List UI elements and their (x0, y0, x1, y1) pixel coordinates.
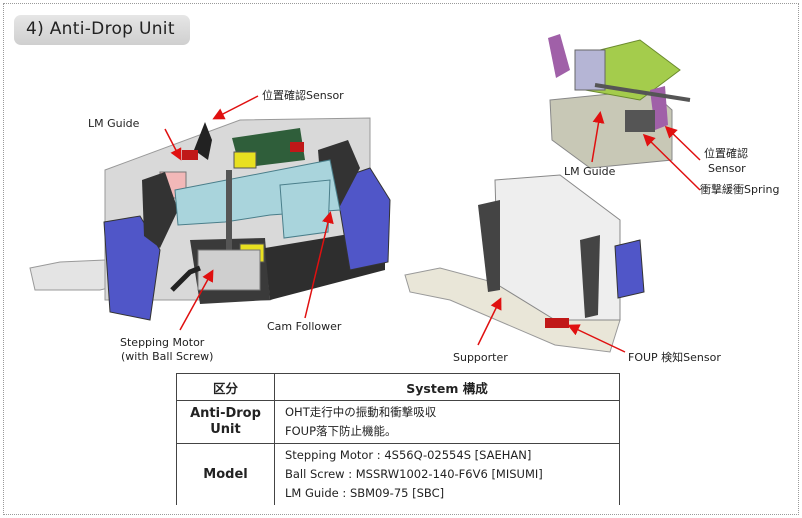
label-position-sensor-right-sub: Sensor (708, 162, 746, 175)
table-row: Model Stepping Motor : 4S56Q-02554S [SAE… (176, 443, 620, 505)
left-blue-block (103, 215, 161, 321)
table-header-category: 区分 (176, 373, 275, 401)
right-blue-block (334, 167, 391, 271)
page-frame (3, 3, 799, 515)
section-title: 4) Anti-Drop Unit (14, 15, 190, 45)
callout-lines (164, 95, 701, 353)
supporter-assembly-illustration (404, 174, 645, 353)
label-position-sensor-right: 位置確認 (704, 146, 748, 160)
row-desc-anti-drop: OHT走行中の振動和衝撃吸収 FOUP落下防止機能。 (274, 400, 620, 444)
label-lm-guide-right: LM Guide (564, 165, 616, 178)
label-position-sensor-top: 位置確認Sensor (262, 88, 344, 102)
row-desc-model: Stepping Motor : 4S56Q-02554S [SAEHAN] B… (274, 443, 620, 505)
label-shock-spring: 衝撃緩衝Spring (700, 182, 780, 196)
table-header-row: 区分 System 構成 (176, 373, 620, 401)
anti-drop-unit-diagram: LM Guide 位置確認Sensor Stepping Motor (with… (29, 34, 780, 364)
system-spec-table: 区分 System 構成 Anti-Drop Unit OHT走行中の振動和衝撃… (176, 373, 620, 505)
row-head-model: Model (176, 443, 275, 505)
label-supporter: Supporter (453, 351, 508, 364)
table-header-system: System 構成 (274, 373, 620, 401)
table-row: Anti-Drop Unit OHT走行中の振動和衝撃吸収 FOUP落下防止機能… (176, 400, 620, 444)
label-lm-guide-left: LM Guide (88, 117, 140, 130)
label-stepping-motor-sub: (with Ball Screw) (121, 350, 213, 363)
label-foup-sensor: FOUP 検知Sensor (628, 350, 721, 364)
label-cam-follower: Cam Follower (267, 320, 342, 333)
row-head-anti-drop: Anti-Drop Unit (176, 400, 275, 444)
left-assembly-illustration (29, 117, 391, 321)
label-stepping-motor: Stepping Motor (120, 336, 205, 349)
detail-assembly-illustration (548, 34, 691, 169)
